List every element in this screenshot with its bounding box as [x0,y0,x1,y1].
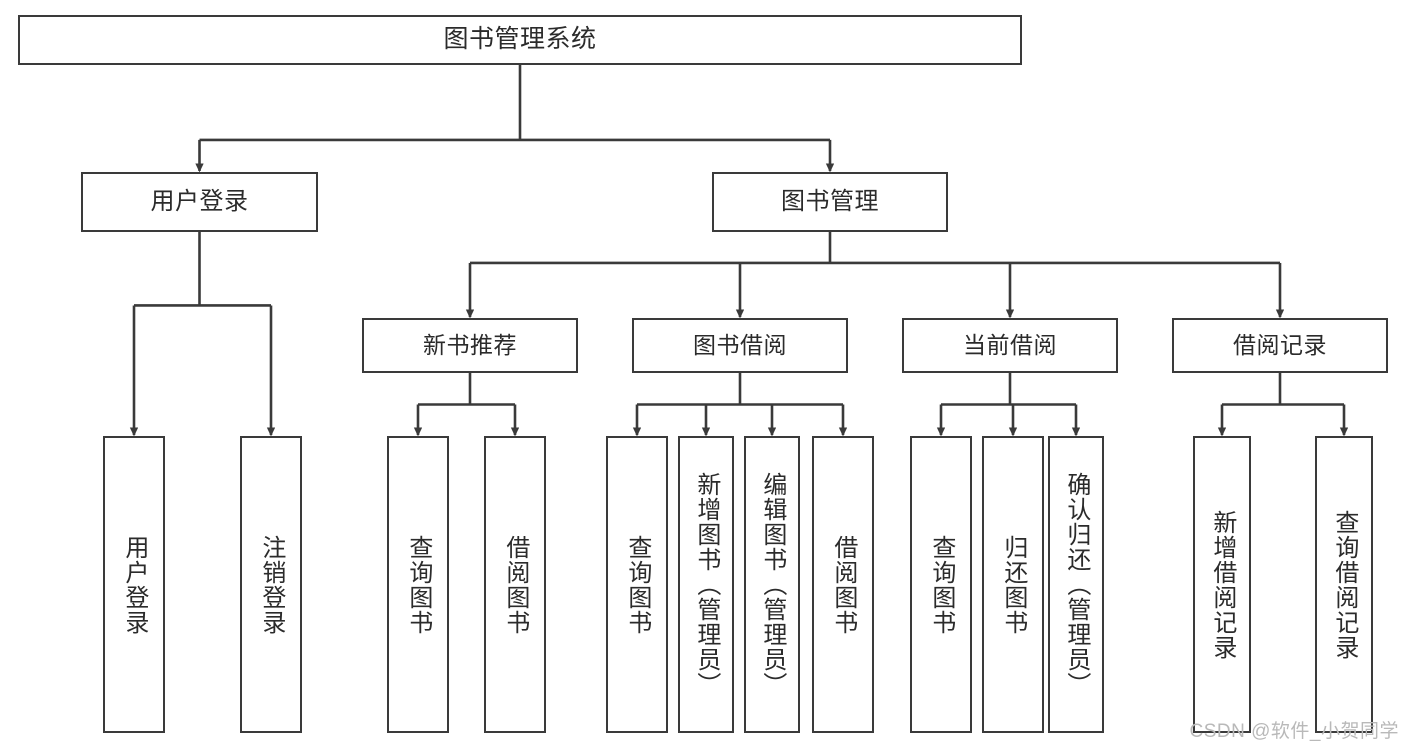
node-records[interactable]: 借阅记录 [1172,318,1388,373]
node-leaf-rec-add[interactable]: 新增借阅记录 [1193,436,1251,733]
node-root[interactable]: 图书管理系统 [18,15,1022,65]
node-label-newbook: 新书推荐 [423,331,517,358]
node-label-leaf-user-logout: 注销登录 [257,534,285,635]
node-leaf-bor-add[interactable]: 新增图书（管理员） [678,436,734,733]
node-label-leaf-cur-confirm: 确认归还（管理员） [1062,472,1090,697]
node-leaf-cur-confirm[interactable]: 确认归还（管理员） [1048,436,1104,733]
node-leaf-cur-return[interactable]: 归还图书 [982,436,1044,733]
node-label-records: 借阅记录 [1233,331,1327,358]
node-label-current: 当前借阅 [963,331,1057,358]
node-label-leaf-new-borrow: 借阅图书 [501,534,529,635]
node-login[interactable]: 用户登录 [81,172,318,232]
node-label-leaf-rec-query: 查询借阅记录 [1330,509,1358,660]
node-label-leaf-cur-query: 查询图书 [927,534,955,635]
node-label-leaf-user-login: 用户登录 [120,534,148,635]
node-label-login: 用户登录 [150,187,249,215]
node-label-leaf-bor-add: 新增图书（管理员） [692,472,720,697]
node-label-leaf-cur-return: 归还图书 [999,534,1027,635]
node-label-leaf-bor-query: 查询图书 [623,534,651,635]
watermark-text: CSDN @软件_小贺同学 [1189,721,1399,742]
node-borrow[interactable]: 图书借阅 [632,318,848,373]
node-label-bookmgmt: 图书管理 [781,187,879,215]
node-newbook[interactable]: 新书推荐 [362,318,578,373]
node-leaf-new-borrow[interactable]: 借阅图书 [484,436,546,733]
node-label-leaf-bor-lend: 借阅图书 [829,534,857,635]
node-label-root: 图书管理系统 [443,25,597,54]
node-leaf-new-query[interactable]: 查询图书 [387,436,449,733]
node-label-leaf-rec-add: 新增借阅记录 [1208,509,1236,660]
node-leaf-cur-query[interactable]: 查询图书 [910,436,972,733]
node-bookmgmt[interactable]: 图书管理 [712,172,948,232]
node-label-borrow: 图书借阅 [693,331,787,358]
node-leaf-bor-edit[interactable]: 编辑图书（管理员） [744,436,800,733]
node-leaf-bor-lend[interactable]: 借阅图书 [812,436,874,733]
node-leaf-rec-query[interactable]: 查询借阅记录 [1315,436,1373,733]
node-leaf-user-logout[interactable]: 注销登录 [240,436,302,733]
node-label-leaf-bor-edit: 编辑图书（管理员） [758,472,786,697]
node-leaf-bor-query[interactable]: 查询图书 [606,436,668,733]
node-current[interactable]: 当前借阅 [902,318,1118,373]
node-leaf-user-login[interactable]: 用户登录 [103,436,165,733]
node-label-leaf-new-query: 查询图书 [404,534,432,635]
